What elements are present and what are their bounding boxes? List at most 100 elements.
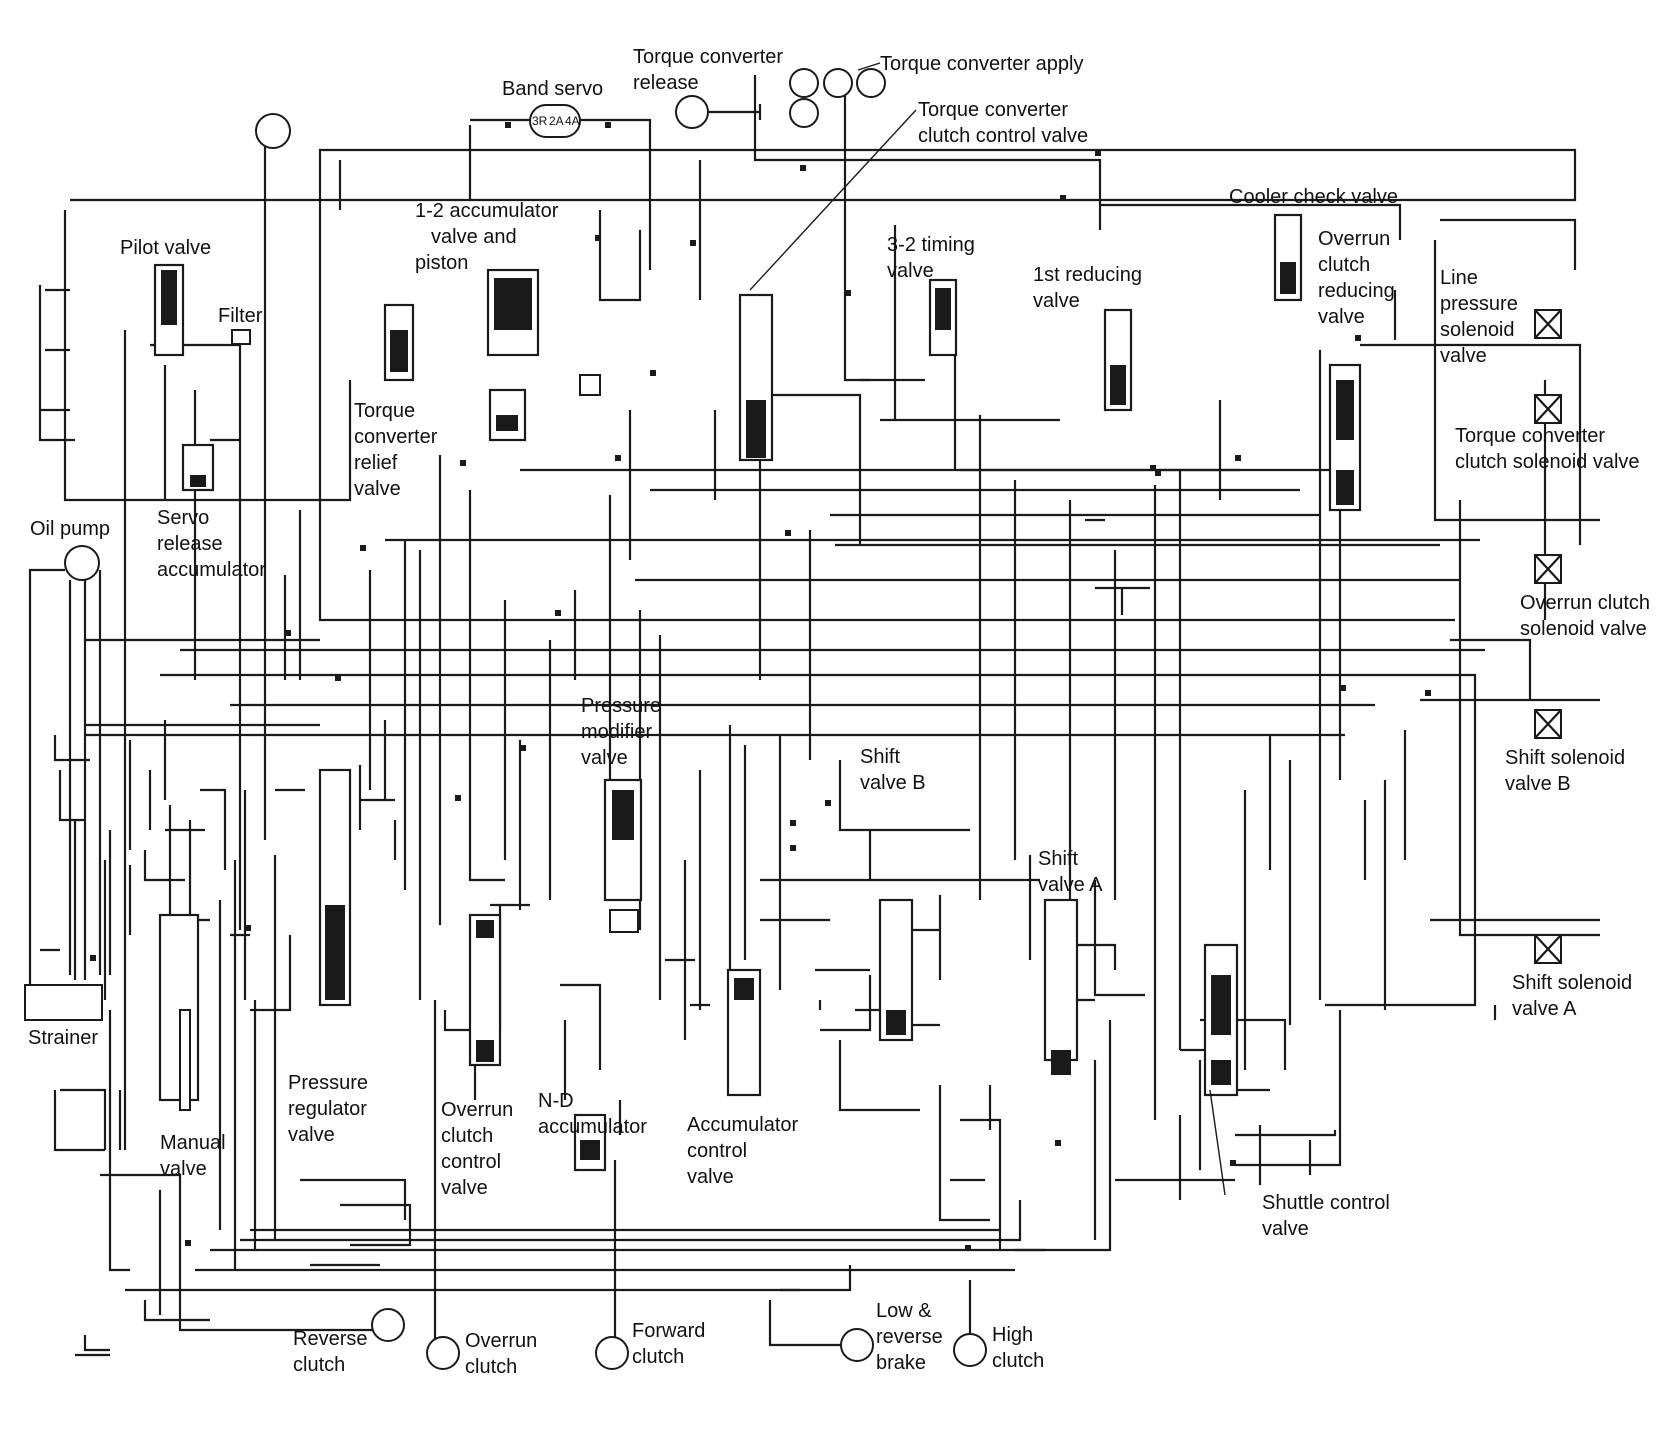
label-line: N-D bbox=[538, 1090, 574, 1112]
label-torque-converter-apply: Torque converter apply bbox=[880, 51, 1083, 77]
label-line: valve bbox=[1318, 306, 1365, 328]
label-line: Accumulator bbox=[687, 1114, 799, 1136]
label-manual-valve: Manual valve bbox=[160, 1130, 226, 1182]
label-line: valve bbox=[160, 1158, 207, 1180]
label-line: Shift solenoid bbox=[1512, 972, 1633, 994]
label-torque-converter-release: Torque converter release bbox=[633, 44, 783, 96]
label-line: reverse bbox=[876, 1326, 943, 1348]
band-servo-port-3r: 3R bbox=[532, 114, 548, 128]
label-pressure-regulator-valve: Pressure regulator valve bbox=[288, 1070, 368, 1148]
label-line: valve A bbox=[1038, 874, 1103, 896]
label-line: Torque converter bbox=[918, 99, 1069, 121]
label-servo-release-accumulator: Servo release accumulator bbox=[157, 505, 266, 583]
label-line: Overrun clutch bbox=[1520, 592, 1651, 614]
label-line: Shuttle control bbox=[1262, 1192, 1390, 1214]
band-servo-port-2a: 2A bbox=[549, 114, 564, 128]
label-line: 1st reducing bbox=[1033, 264, 1142, 286]
label-line: valve B bbox=[860, 772, 926, 794]
label-band-servo: Band servo bbox=[502, 76, 603, 102]
label-strainer: Strainer bbox=[28, 1025, 98, 1051]
label-line: valve bbox=[687, 1166, 734, 1188]
label-line: clutch bbox=[293, 1354, 346, 1376]
label-line: valve and bbox=[431, 226, 517, 248]
label-line: relief bbox=[354, 452, 398, 474]
label-line: accumulator bbox=[157, 559, 266, 581]
component-bodies bbox=[24, 104, 1562, 1172]
label-line: 3-2 timing bbox=[887, 234, 975, 256]
label-line: valve bbox=[887, 260, 934, 282]
label-line: solenoid bbox=[1440, 319, 1515, 341]
label-line: valve bbox=[354, 478, 401, 500]
label-line: piston bbox=[415, 252, 469, 274]
label-line: Pressure bbox=[288, 1072, 369, 1094]
label-shuttle-control-valve: Shuttle control valve bbox=[1262, 1190, 1390, 1242]
label-line: Strainer bbox=[28, 1027, 99, 1049]
label-n-d-accumulator: N-D accumulator bbox=[538, 1088, 647, 1140]
label-low-reverse-brake: Low & reverse brake bbox=[876, 1298, 943, 1376]
label-line: Cooler check valve bbox=[1229, 186, 1398, 208]
label-line: pressure bbox=[1440, 293, 1518, 315]
label-line: clutch solenoid valve bbox=[1455, 451, 1640, 473]
label-shift-valve-b: Shift valve B bbox=[860, 744, 926, 796]
label-line: clutch bbox=[1318, 254, 1371, 276]
main-pipe-network bbox=[28, 75, 1600, 1357]
label-line: Servo bbox=[157, 507, 210, 529]
label-oil-pump: Oil pump bbox=[30, 516, 110, 542]
band-servo-port-4a: 4A bbox=[565, 114, 580, 128]
label-line: Shift bbox=[860, 746, 901, 768]
label-line: valve bbox=[288, 1124, 335, 1146]
label-line: Line bbox=[1440, 267, 1478, 289]
label-line: Filter bbox=[218, 305, 263, 327]
label-line: valve bbox=[1033, 290, 1080, 312]
label-pilot-valve: Pilot valve bbox=[120, 235, 211, 261]
label-line: solenoid valve bbox=[1520, 618, 1647, 640]
label-line: High bbox=[992, 1324, 1034, 1346]
label-torque-converter-relief-valve: Torque converter relief valve bbox=[354, 398, 437, 502]
label-line: Low & bbox=[876, 1300, 932, 1322]
label-1-2-accumulator: 1-2 accumulator valve and piston bbox=[415, 198, 558, 276]
label-line: modifier bbox=[581, 721, 653, 743]
label-line: Pilot valve bbox=[120, 237, 212, 259]
label-line: valve bbox=[581, 747, 628, 769]
label-line: release bbox=[633, 72, 699, 94]
label-cooler-check-valve: Cooler check valve bbox=[1229, 184, 1398, 210]
label-line: Torque bbox=[354, 400, 416, 422]
label-line: regulator bbox=[288, 1098, 367, 1120]
label-line: converter bbox=[354, 426, 438, 448]
orifice-markers bbox=[90, 122, 1431, 1251]
label-line: clutch bbox=[632, 1346, 685, 1368]
label-overrun-clutch-solenoid-valve: Overrun clutch solenoid valve bbox=[1520, 590, 1650, 642]
label-line: Reverse bbox=[293, 1328, 368, 1350]
label-line: valve bbox=[441, 1177, 488, 1199]
label-line: Torque converter bbox=[1455, 425, 1606, 447]
label-shift-valve-a: Shift valve A bbox=[1038, 846, 1102, 898]
label-forward-clutch: Forward clutch bbox=[632, 1318, 705, 1370]
label-line: Overrun bbox=[465, 1330, 538, 1352]
leader-lines bbox=[749, 62, 1226, 1196]
label-pressure-modifier-valve: Pressure modifier valve bbox=[581, 693, 661, 771]
label-line: clutch control valve bbox=[918, 125, 1089, 147]
label-line: Shift bbox=[1038, 848, 1079, 870]
label-accumulator-control-valve: Accumulator control valve bbox=[687, 1112, 798, 1190]
label-line: valve A bbox=[1512, 998, 1577, 1020]
label-overrun-clutch: Overrun clutch bbox=[465, 1328, 537, 1380]
label-line: reducing bbox=[1318, 280, 1395, 302]
label-line: accumulator bbox=[538, 1116, 647, 1138]
label-overrun-clutch-reducing-valve: Overrun clutch reducing valve bbox=[1318, 226, 1395, 330]
label-line: control bbox=[687, 1140, 748, 1162]
label-line-pressure-solenoid-valve: Line pressure solenoid valve bbox=[1440, 265, 1518, 369]
label-shift-solenoid-valve-a: Shift solenoid valve A bbox=[1512, 970, 1632, 1022]
label-line: valve B bbox=[1505, 773, 1571, 795]
label-filter: Filter bbox=[218, 303, 262, 329]
label-line: clutch bbox=[441, 1125, 494, 1147]
label-line: Pressure bbox=[581, 695, 662, 717]
label-line: clutch bbox=[992, 1350, 1045, 1372]
label-line: control bbox=[441, 1151, 502, 1173]
label-line: Torque converter apply bbox=[880, 53, 1084, 75]
label-3-2-timing-valve: 3-2 timing valve bbox=[887, 232, 975, 284]
label-line: Torque converter bbox=[633, 46, 784, 68]
label-line: valve bbox=[1262, 1218, 1309, 1240]
label-line: release bbox=[157, 533, 223, 555]
